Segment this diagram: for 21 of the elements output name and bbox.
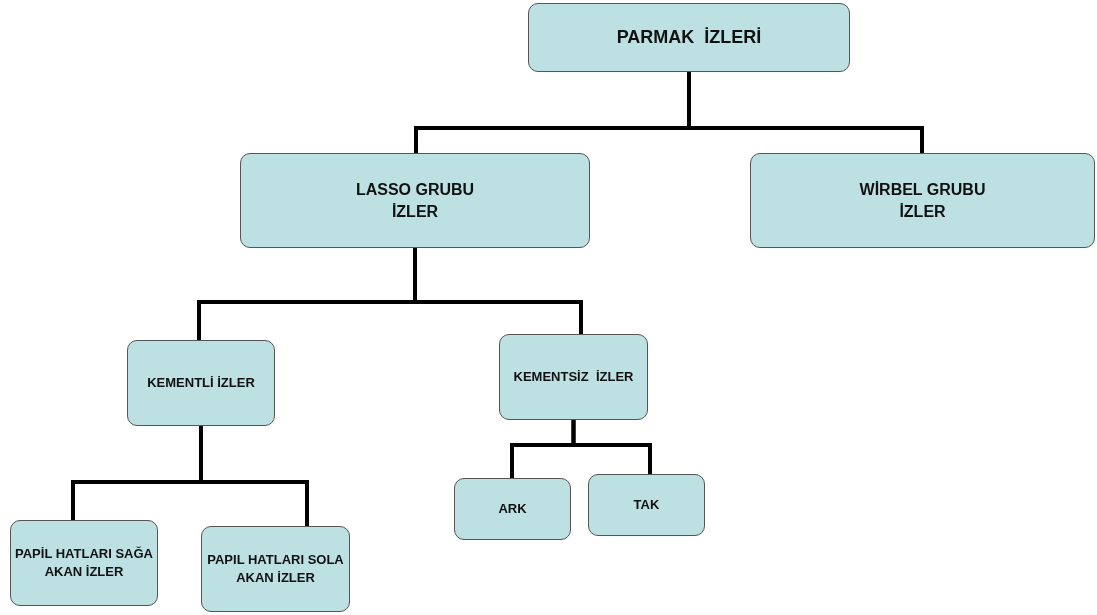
category-box bbox=[750, 153, 1095, 248]
connector-line bbox=[571, 420, 652, 474]
connector-line bbox=[687, 72, 924, 153]
category-label: TAK bbox=[633, 496, 660, 514]
category-label: PAPIL HATLARI SOLA AKAN İZLER bbox=[206, 551, 345, 587]
connector-line bbox=[413, 248, 583, 334]
category-box bbox=[528, 3, 850, 72]
category-label: PARMAK İZLERİ bbox=[616, 26, 762, 50]
category-label: PAPİL HATLARI SAĞA AKAN İZLER bbox=[14, 545, 154, 581]
category-label: KEMENTLİ İZLER bbox=[147, 374, 255, 392]
category-label: KEMENTSİZ İZLER bbox=[513, 368, 634, 386]
category-label: WİRBEL GRUBU İZLER bbox=[858, 179, 987, 222]
category-box bbox=[499, 334, 648, 420]
category-box bbox=[10, 520, 158, 606]
category-label: LASSO GRUBU İZLER bbox=[354, 179, 476, 222]
category-box bbox=[127, 340, 275, 426]
category-box bbox=[201, 526, 350, 612]
category-box bbox=[240, 153, 590, 248]
category-label: ARK bbox=[498, 500, 527, 518]
category-box bbox=[454, 478, 571, 540]
category-box bbox=[588, 474, 705, 536]
